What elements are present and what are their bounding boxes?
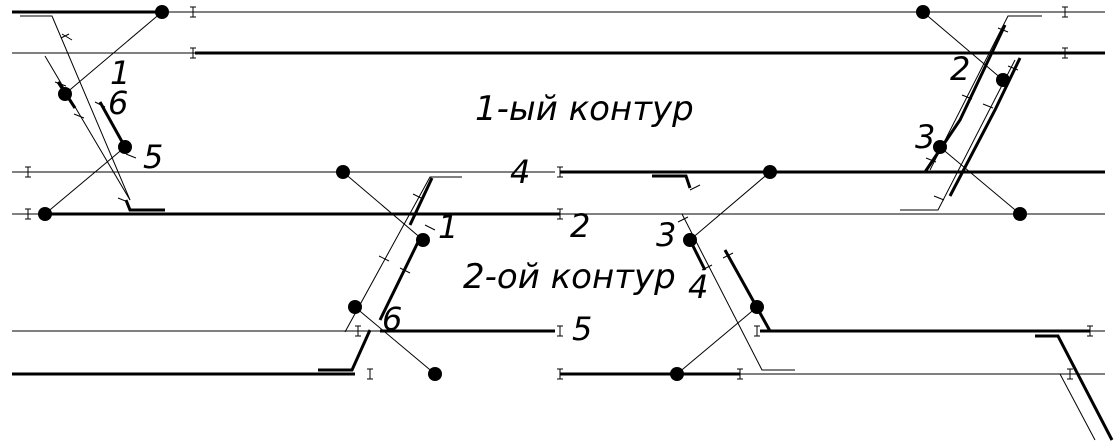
right-cross-1 [922,11,1004,81]
right-cross-2 [939,146,1021,215]
label-left-5: 5 [143,138,163,176]
mid-left-cross-1 [342,171,424,241]
label-mid-4: 4 [688,268,708,306]
joint-d-r-5 [925,157,937,163]
dot-mid-right-4 [750,300,764,314]
joint-t6-a [367,368,373,380]
joint-t3-b [557,166,563,178]
joint-d-r-1 [997,27,1009,33]
label-center-2: 2 [570,207,590,245]
label-left-1: 1 [110,54,130,92]
joint-d-mr-1 [689,184,701,191]
dot-top-left [155,5,169,19]
joint-t5-b [557,325,563,337]
label-right-3: 3 [915,118,935,156]
bottom-right-branch [1035,334,1114,441]
joint-t4-b [557,208,563,220]
mid-right-frame [681,213,795,371]
label-right-2: 2 [950,50,970,88]
joint-t1-b [1062,6,1068,18]
joint-d-left-4 [73,113,85,119]
joint-d-mr-2 [677,216,689,223]
joint-t6-c [737,368,743,380]
joint-d-left-1 [60,33,73,41]
joint-d-left-5 [125,153,137,159]
mid-left-tail [318,329,372,372]
dot-mid-right-top [763,165,777,179]
label-left-6: 6 [108,84,128,122]
joint-d-ml-2 [424,224,436,231]
label-center-4: 4 [510,153,530,191]
mid-right-cross-2 [676,306,758,375]
diagonal-lines [20,11,1096,441]
dot-mid-left-top [336,165,350,179]
joint-t1-a [190,6,196,18]
thin-tracks [12,11,1105,375]
dot-mid-right-3 [683,233,697,247]
joint-d-ml-4 [399,267,411,274]
left-cross-2 [44,146,126,215]
joint-t6-b [557,368,563,380]
label-mid-1: 1 [438,208,458,246]
thick-tracks [12,10,1114,441]
mid-left-frame [344,176,462,333]
left-diag-2 [44,55,131,201]
mid-right-head [652,174,692,189]
dot-left-bottom [38,207,52,221]
joint-t5-d [1087,325,1093,337]
joint-d-r-3 [961,94,973,100]
joint-d-r-4 [982,103,994,109]
right-top-frame [929,15,1042,171]
joint-t4-a [25,208,31,220]
mid-right-cross-1 [689,171,771,241]
dot-right-2 [996,73,1010,87]
joint-d-ml-1 [412,193,424,200]
contour-2-label: 2-ой контур [463,257,676,297]
joint-d-mr-4 [701,264,713,271]
joint-d-mr-3 [722,252,734,259]
right-bottom-frame [900,59,1016,211]
dot-right-bottom [1013,207,1027,221]
joint-t2-a [190,47,196,59]
joint-t2-b [1062,47,1068,59]
joint-d-ml-3 [378,255,390,262]
dot-mid-left-1 [416,233,430,247]
joint-t5-c [754,325,760,337]
right-switch-rail-a [923,24,1007,173]
label-mid-6: 6 [382,300,402,338]
label-mid-3: 3 [656,216,676,254]
joint-d-r-2 [1007,65,1019,71]
label-center-5: 5 [572,310,592,348]
joint-d-r-6 [933,195,945,201]
joint-t3-a [25,166,31,178]
left-switch-tail [124,199,165,212]
joint-d-left-6 [117,197,129,203]
bottom-right-thin [1059,373,1096,441]
dot-right-3 [933,140,947,154]
left-switch-lower-thick [98,101,127,148]
mid-right-rail-b [723,249,772,332]
mid-left-rail-a [408,177,434,226]
mid-left-rail-b [378,237,422,321]
joint-t5-a [355,325,361,337]
switch-dots [38,5,1027,381]
joint-markers [25,6,1093,380]
contour-1-label: 1-ый контур [475,89,694,129]
dot-left-upper [58,87,72,101]
dot-left-lower [118,140,132,154]
dot-mid-left-bottom [428,367,442,381]
joint-d-left-3 [94,101,106,108]
dot-mid-left-6 [348,300,362,314]
joint-d-left-2 [54,81,67,87]
mid-left-cross-2 [354,306,436,375]
dot-mid-right-bottom [670,367,684,381]
left-top-diag [20,15,131,201]
left-cross-1 [64,11,163,95]
dot-right-top [916,5,930,19]
joint-t6-d [1067,368,1073,380]
